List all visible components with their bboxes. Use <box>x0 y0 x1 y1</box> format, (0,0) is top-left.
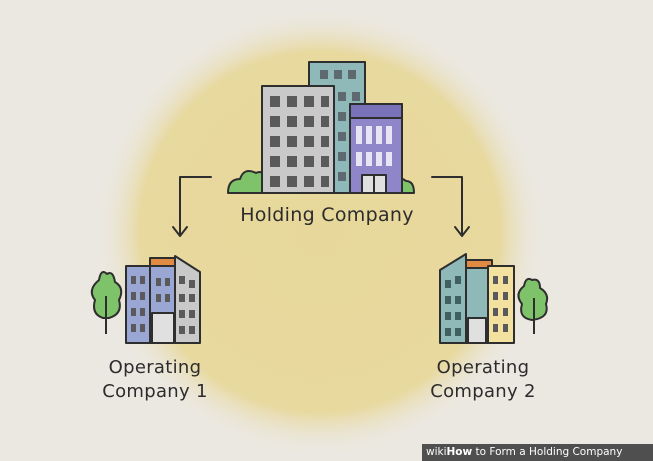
operating-company-1-building-icon <box>90 255 201 344</box>
operating-company-1-label-line2: Company 1 <box>102 381 208 402</box>
holding-company-label-text: Holding Company <box>240 204 414 226</box>
background-glow <box>95 7 545 457</box>
operating-company-2-label: Operating Company 2 <box>398 356 568 404</box>
operating-company-2-label-line2: Company 2 <box>430 381 536 402</box>
tree-icon <box>517 277 549 334</box>
watermark-brand: wiki <box>426 446 447 458</box>
operating-company-2-building-icon <box>439 253 549 344</box>
arrow-right-icon <box>431 176 470 237</box>
tree-icon <box>90 271 123 334</box>
watermark-bold-word: How <box>446 446 473 458</box>
watermark-title: to Form a Holding Company <box>472 446 623 458</box>
operating-company-2-label-line1: Operating <box>436 357 530 378</box>
wikihow-watermark: wikiHow to Form a Holding Company <box>422 444 653 461</box>
operating-company-1-label: Operating Company 1 <box>75 356 235 404</box>
arrow-left-icon <box>172 176 212 237</box>
holding-company-building-icon <box>227 61 415 194</box>
holding-company-label: Holding Company <box>212 203 442 227</box>
operating-company-1-label-line1: Operating <box>108 357 202 378</box>
